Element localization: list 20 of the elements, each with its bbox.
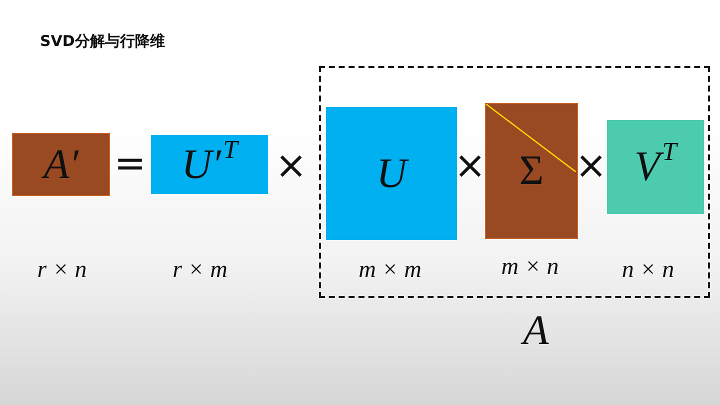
matrix-symbol: U — [376, 152, 407, 194]
title: SVD分解与行降维 — [40, 33, 165, 50]
matrix-block — [326, 107, 457, 240]
matrix-symbol: A′ — [44, 144, 78, 186]
matrix-block — [485, 103, 578, 239]
group-label: A — [523, 308, 549, 354]
dimension-label: m × m — [358, 258, 422, 282]
operator-symbol: × — [275, 146, 307, 184]
dimension-label: n × n — [622, 258, 674, 282]
dimension-label: m × n — [501, 255, 559, 279]
dimension-label: r × n — [37, 258, 87, 282]
matrix-block — [151, 135, 268, 194]
dimension-label: r × m — [172, 258, 228, 282]
matrix-symbol: U′$^{T}$ — [181, 144, 238, 186]
operator-symbol: = — [114, 144, 146, 182]
operator-symbol: × — [454, 146, 486, 184]
matrix-symbol: Σ — [519, 150, 544, 192]
operator-symbol: × — [575, 146, 607, 184]
matrix-block — [607, 120, 704, 214]
matrix-block — [12, 133, 110, 196]
